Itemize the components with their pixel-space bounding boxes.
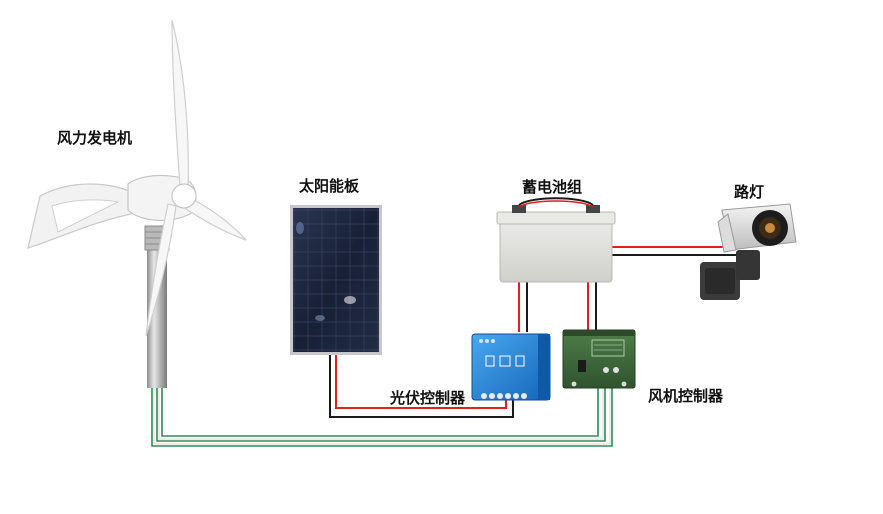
turbine-blade-up xyxy=(171,19,189,189)
solar-positive-wire xyxy=(335,355,507,409)
wind-controller xyxy=(562,329,636,389)
solar-negative-wire xyxy=(329,355,514,418)
wiring xyxy=(151,246,750,447)
pv-controller xyxy=(471,333,551,401)
wind-turbine xyxy=(27,19,247,388)
street-light xyxy=(700,203,797,300)
wind-turbine-label: 风力发电机 xyxy=(57,129,133,147)
turbine-blade-down xyxy=(145,203,177,337)
solar-panel-label: 太阳能板 xyxy=(299,177,360,195)
pv-controller-label: 光伏控制器 xyxy=(390,389,466,407)
turbine-pole xyxy=(147,248,167,388)
turbine-cable xyxy=(151,385,613,447)
battery-bank xyxy=(496,197,616,283)
turbine-hub xyxy=(171,183,197,209)
wind-controller-label: 风机控制器 xyxy=(648,387,724,405)
turbine-blade-right xyxy=(181,195,247,241)
battery-label: 蓄电池组 xyxy=(522,178,583,196)
street-light-label: 路灯 xyxy=(734,183,765,201)
solar-panel xyxy=(290,205,382,355)
